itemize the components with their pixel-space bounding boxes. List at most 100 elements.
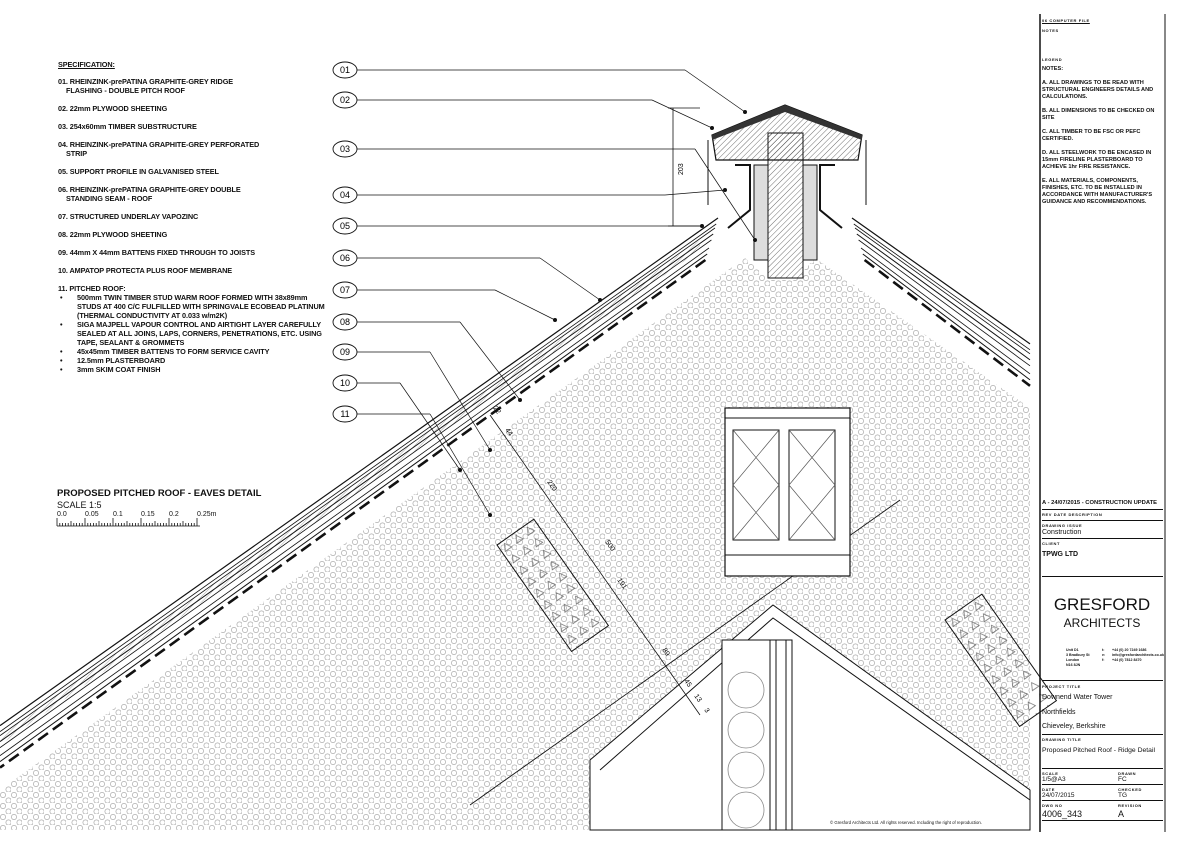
- dwg-no-label: DWG NO: [1042, 803, 1063, 808]
- drawing-title-label: DRAWING TITLE: [1042, 737, 1082, 742]
- spec-item-line: 02. 22mm PLYWOOD SHEETING: [58, 104, 168, 113]
- date-label: DATE: [1042, 787, 1055, 792]
- roof-layer-right: [858, 239, 1031, 367]
- computer-file-label: 06 COMPUTER FILE: [1042, 18, 1090, 23]
- spec-item: 04. RHEINZINK-prePATINA GRAPHITE-GREY PE…: [58, 140, 328, 158]
- address-line: 3 Bradbury St: [1066, 653, 1090, 657]
- dim-3: 3: [702, 707, 710, 714]
- dim-22: 22: [491, 405, 501, 415]
- callout-label: 03: [340, 144, 350, 154]
- roof-layer-left: [0, 253, 708, 763]
- roof-layer-left: [0, 223, 717, 732]
- spec-item: 05. SUPPORT PROFILE IN GALVANISED STEEL: [58, 167, 328, 176]
- spec-item: 07. STRUCTURED UNDERLAY VAPOZINC: [58, 212, 328, 221]
- dim-44: 44: [503, 427, 513, 437]
- spec-item-line: 11. PITCHED ROOF:: [58, 284, 126, 293]
- plywood-band: [0, 240, 700, 745]
- scale-tick-label: 0.1: [113, 511, 123, 518]
- note-item: B. ALL DIMENSIONS TO BE CHECKED ON SITE: [1042, 108, 1155, 121]
- project-title-label: PROJECT TITLE: [1042, 684, 1081, 689]
- ceiling-void: [589, 604, 1031, 831]
- spec-item: 08. 22mm PLYWOOD SHEETING: [58, 230, 328, 239]
- callout-08: 08: [332, 313, 522, 402]
- contact-keys-line: f:: [1102, 658, 1105, 662]
- spec-bullet: 12.5mm PLASTERBOARD: [58, 356, 328, 365]
- spec-item-line: 03. 254x60mm TIMBER SUBSTRUCTURE: [58, 122, 197, 131]
- roof-layers: [0, 217, 1031, 769]
- spec-item: 02. 22mm PLYWOOD SHEETING: [58, 104, 328, 113]
- date-value: 24/07/2015: [1042, 792, 1075, 799]
- callout-label: 11: [340, 409, 349, 419]
- contact-keys-line: t:: [1102, 648, 1105, 652]
- contact-keys-line: e:: [1102, 653, 1106, 657]
- scale-tick-label: 0.0: [57, 511, 67, 518]
- callout-label: 05: [340, 221, 350, 231]
- specification-heading: SPECIFICATION:: [58, 60, 115, 69]
- firm-name: GRESFORD: [1053, 595, 1151, 614]
- spec-item-line: 08. 22mm PLYWOOD SHEETING: [58, 230, 168, 239]
- spec-item: 10. AMPATOP PROTECTA PLUS ROOF MEMBRANE: [58, 266, 328, 275]
- scale-bar: [56, 518, 200, 527]
- project-line: Chieveley, Berkshire: [1042, 723, 1106, 730]
- spec-bullet: 3mm SKIM COAT FINISH: [58, 365, 328, 374]
- client: TPWG LTD: [1042, 551, 1079, 558]
- callout-06: 06: [332, 249, 602, 302]
- revision-value: A: [1118, 809, 1125, 819]
- dim-13: 13: [692, 693, 702, 703]
- address-line: London: [1066, 658, 1080, 662]
- callout-03: 03: [332, 140, 757, 242]
- detail-title: PROPOSED PITCHED ROOF - EAVES DETAIL: [57, 488, 262, 499]
- roof-layer-left: [0, 247, 710, 756]
- firm-subtitle: ARCHITECTS: [1063, 616, 1141, 630]
- spec-bullet: 500mm TWIN TIMBER STUD WARM ROOF FORMED …: [58, 293, 328, 320]
- note-item: D. ALL STEELWORK TO BE ENCASED IN 15mm F…: [1042, 150, 1152, 170]
- drawn-value: FC: [1118, 776, 1127, 783]
- drawn-label: DRAWN: [1118, 771, 1137, 776]
- scale-tick-label: 0.25m: [197, 511, 217, 518]
- dim-203: 203: [678, 163, 685, 175]
- dwg-no: 4006_343: [1042, 809, 1083, 819]
- contact-values-line: info@gresfordarchitects.co.uk: [1112, 653, 1165, 657]
- spec-item-line: 05. SUPPORT PROFILE IN GALVANISED STEEL: [58, 167, 219, 176]
- spec-item-line: FLASHING - DOUBLE PITCH ROOF: [66, 86, 185, 95]
- scale-tick-label: 0.05: [85, 511, 99, 518]
- copyright: © Gresford Architects Ltd. All rights re…: [830, 820, 982, 825]
- dim-45: 45: [682, 678, 692, 688]
- callout-11: 11: [332, 405, 492, 517]
- callout-02: 02: [332, 91, 714, 130]
- spec-item: 11. PITCHED ROOF:: [58, 284, 328, 293]
- spec-item-line: 04. RHEINZINK-prePATINA GRAPHITE-GREY PE…: [58, 140, 260, 149]
- roof-layer-right: [862, 253, 1031, 381]
- specification-list: SPECIFICATION: 01. RHEINZINK-prePATINA G…: [58, 60, 328, 374]
- checked-label: CHECKED: [1118, 787, 1142, 792]
- project-line: Northfields: [1042, 708, 1076, 716]
- drawing-title: Proposed Pitched Roof - Ridge Detail: [1042, 747, 1155, 754]
- detail-scale: SCALE 1:5: [57, 500, 102, 510]
- scale-label: SCALE: [1042, 771, 1059, 776]
- ridge-cap: [707, 104, 867, 279]
- scale-value: 1/5@A3: [1042, 776, 1066, 783]
- callout-10: 10: [332, 374, 462, 472]
- callout-01: 01: [332, 61, 747, 114]
- spec-item: 01. RHEINZINK-prePATINA GRAPHITE-GREY RI…: [58, 77, 328, 95]
- rev-header: REV DATE DESCRIPTION: [1042, 512, 1103, 517]
- roof-layer-left: [0, 217, 719, 727]
- spec-item-line: 09. 44mm X 44mm BATTENS FIXED THROUGH TO…: [58, 248, 255, 257]
- ridge-post-lower: [721, 639, 793, 831]
- roof-layer-right: [856, 233, 1031, 361]
- spec-item-line: 01. RHEINZINK-prePATINA GRAPHITE-GREY RI…: [58, 77, 234, 86]
- batten-patch: [944, 593, 1058, 728]
- spec-item: 03. 254x60mm TIMBER SUBSTRUCTURE: [58, 122, 328, 131]
- roof-layer-right: [854, 227, 1031, 355]
- callout-label: 10: [340, 378, 350, 388]
- client-label: CLIENT: [1042, 541, 1061, 546]
- contact-values-line: +44 (0) 20 7249 1686: [1112, 648, 1147, 652]
- roof-layer-right: [860, 247, 1031, 375]
- spec-item-line: STRIP: [66, 149, 87, 158]
- dim-89: 89: [660, 647, 670, 657]
- rooflight-frame: [724, 407, 851, 577]
- callout-label: 04: [340, 190, 350, 200]
